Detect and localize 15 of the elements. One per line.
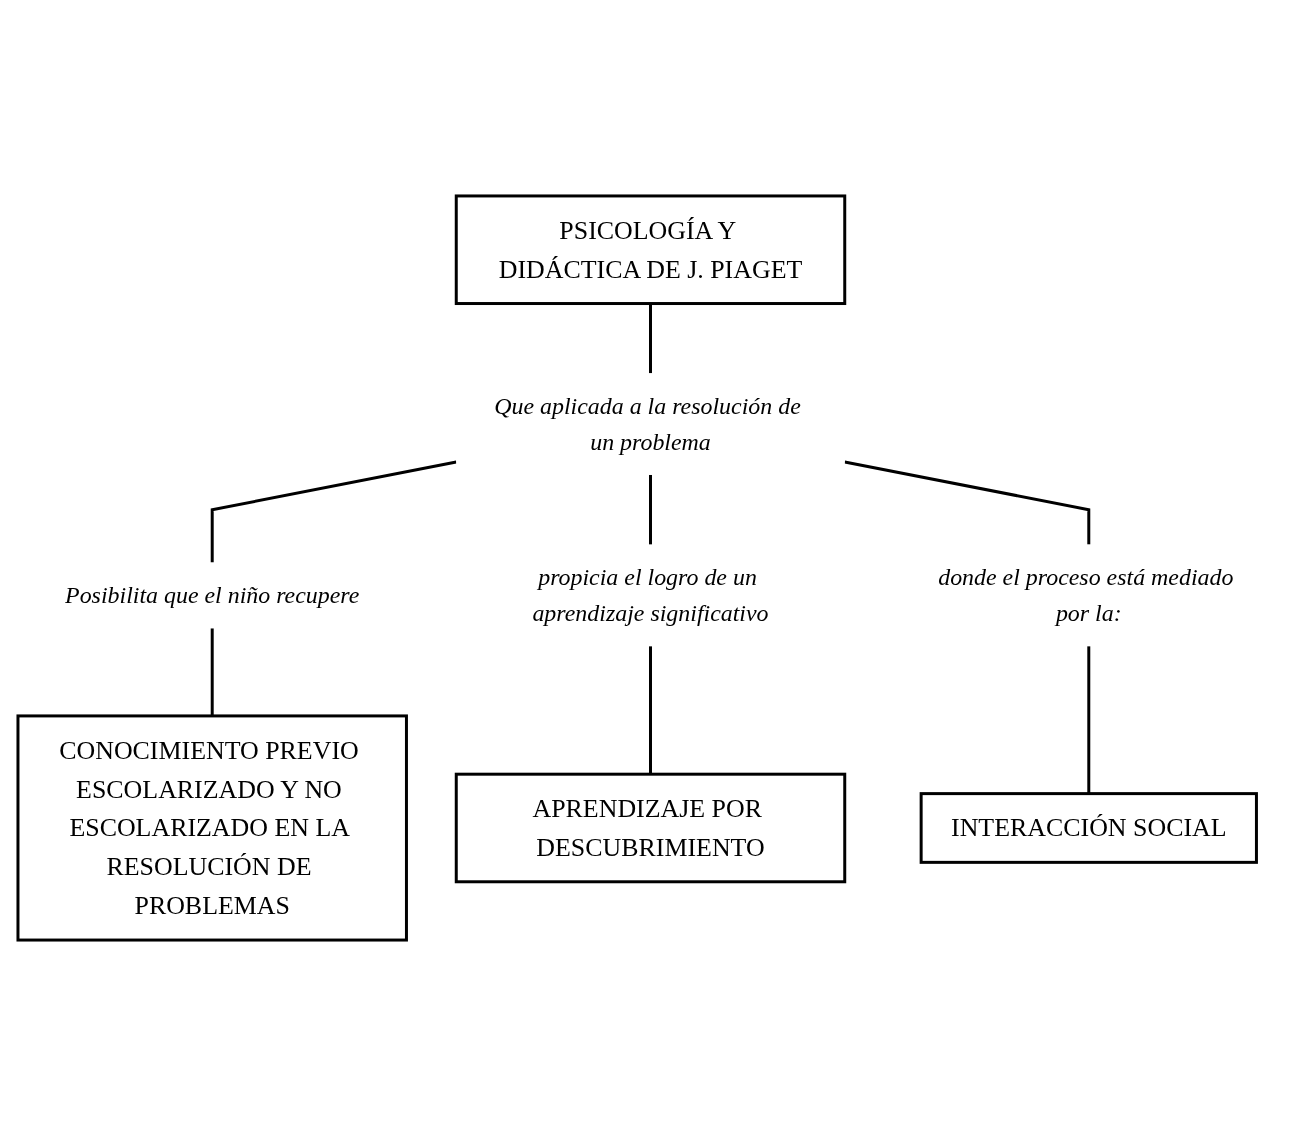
connector xyxy=(210,628,214,716)
connector xyxy=(210,460,457,563)
node-box: PSICOLOGÍA Y DIDÁCTICA DE J. PIAGET xyxy=(454,194,847,306)
connector xyxy=(649,646,652,775)
connector xyxy=(1087,646,1091,794)
node-box: CONOCIMIENTO PREVIO ESCOLARIZADO Y NO ESCOLARIZADO EN LA RESOLUCIÓN DE PROBLEMAS xyxy=(16,714,408,942)
connector xyxy=(844,460,1091,545)
node-text: Que aplicada a la resolución de un problema xyxy=(494,393,801,455)
node-box: INTERACCIÓN SOCIAL xyxy=(919,792,1258,864)
node-text: donde el proceso está mediado por la: xyxy=(938,564,1234,627)
connector xyxy=(649,474,652,545)
node-text: Posibilita que el niño recupere xyxy=(65,582,360,609)
connector xyxy=(649,303,652,374)
node-box: APRENDIZAJE POR DESCUBRIMIENTO xyxy=(454,772,847,884)
node-text: propicia el logro de un aprendizaje significativo xyxy=(532,564,769,627)
